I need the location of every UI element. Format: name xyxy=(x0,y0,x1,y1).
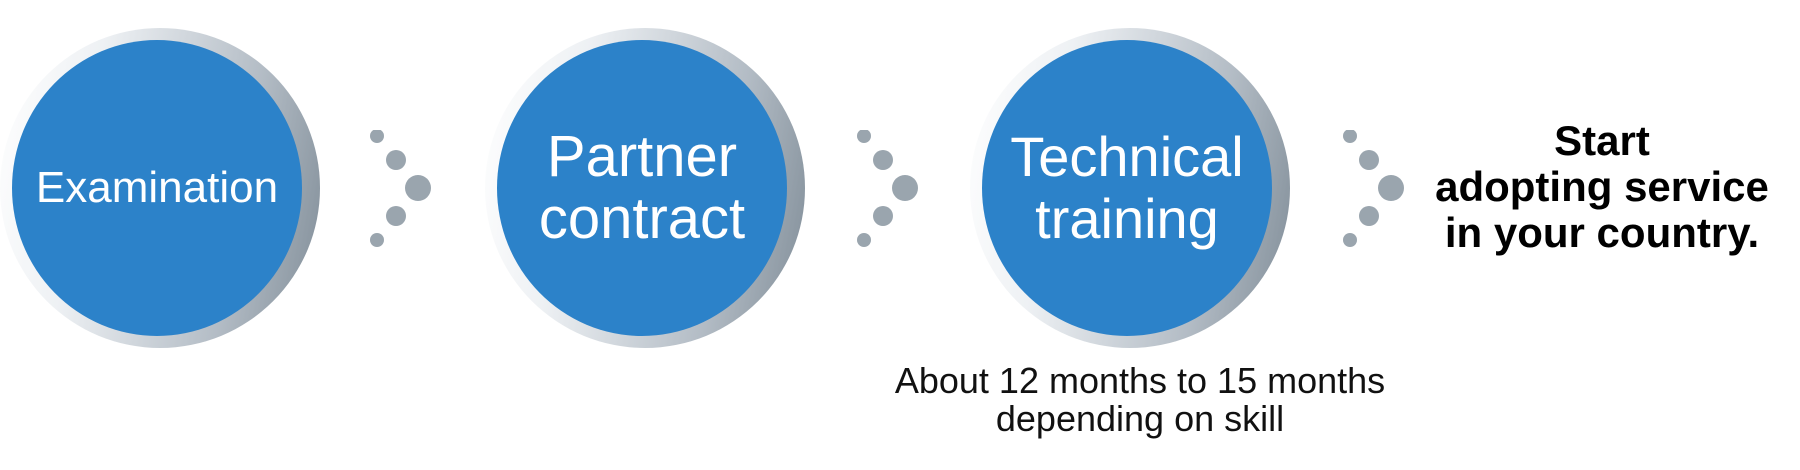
duration-note: About 12 months to 15 months depending o… xyxy=(894,360,1386,439)
step-partner-contract: Partner contract xyxy=(485,28,805,348)
arrow-icon xyxy=(370,130,431,247)
arrow-icon xyxy=(1343,130,1404,247)
step-technical-training: Technical training xyxy=(970,28,1290,348)
step-partner-contract-label: Partner contract xyxy=(497,40,787,336)
step-technical-training-label: Technical training xyxy=(982,40,1272,336)
step-examination: Examination xyxy=(0,28,320,348)
arrow-icon xyxy=(857,130,918,247)
final-step-text: Start adopting service in your country. xyxy=(1435,117,1769,256)
step-examination-label: Examination xyxy=(12,40,302,336)
